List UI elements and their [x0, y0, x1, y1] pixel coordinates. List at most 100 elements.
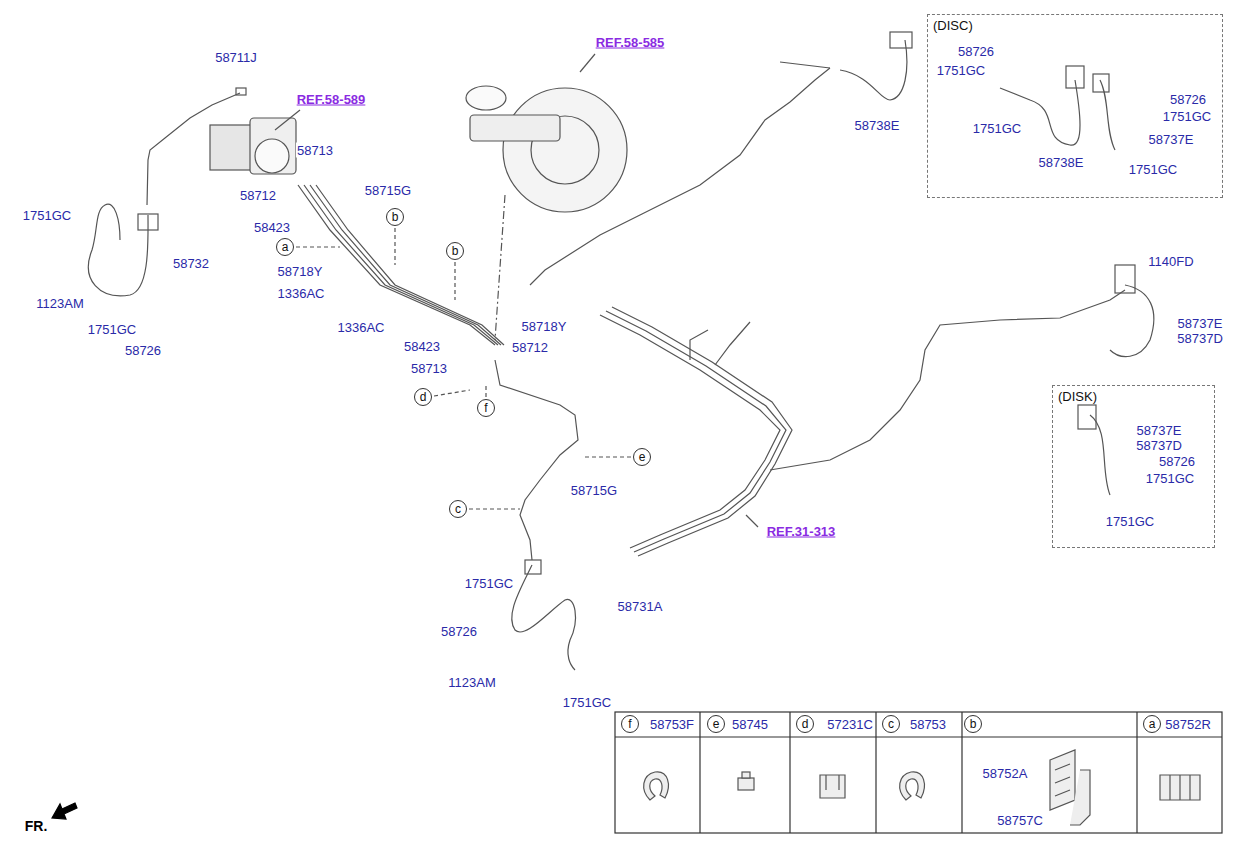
brake-booster	[495, 195, 505, 340]
clip-icon	[900, 772, 925, 800]
callout-leader	[394, 228, 395, 265]
clip-icon	[738, 778, 754, 790]
reference-arrow	[746, 515, 758, 527]
part-number: 1751GC	[464, 576, 514, 591]
callout-circle: b	[386, 208, 404, 226]
part-number: 58713	[410, 361, 448, 376]
parts-table	[615, 736, 1222, 737]
direction-label: FR.	[24, 819, 49, 834]
parts-table	[875, 712, 876, 833]
brake-booster	[466, 86, 506, 110]
part-number: 1140FD	[1147, 254, 1194, 269]
part-number: 58752R	[1164, 717, 1212, 732]
part-number: 1336AC	[277, 286, 326, 301]
clip-icon	[742, 772, 750, 778]
brake-hose	[138, 214, 158, 230]
part-number: 58745	[731, 717, 769, 732]
callout-circle: d	[796, 715, 814, 733]
callout-circle: a	[276, 238, 294, 256]
brake-pipe	[715, 322, 750, 365]
part-number: 1336AC	[337, 320, 386, 335]
part-number: 1751GC	[22, 208, 72, 223]
front-arrow	[52, 803, 77, 819]
brake-booster	[503, 88, 627, 212]
callout-letter: e	[639, 451, 646, 463]
brake-hose	[1090, 415, 1110, 495]
part-number: 58715G	[570, 483, 618, 498]
brake-pipe	[147, 93, 240, 205]
part-number: 58726	[1158, 454, 1196, 469]
callout-letter: b	[452, 245, 459, 257]
parts-table	[615, 712, 1222, 833]
part-number: 58757C	[996, 813, 1044, 828]
callout-leader	[469, 508, 520, 509]
callout-circle: c	[449, 500, 467, 518]
parts-table	[699, 712, 700, 833]
callout-letter: f	[628, 718, 631, 730]
part-number: 1751GC	[1162, 109, 1212, 124]
part-number: 58737E	[1177, 316, 1224, 331]
reference-label: REF.31-313	[766, 524, 837, 539]
part-number: 1751GC	[1145, 471, 1195, 486]
part-number: 58712	[239, 188, 277, 203]
part-number: 58726	[440, 624, 478, 639]
part-number: 58737E	[1148, 132, 1195, 147]
part-number: 58731A	[617, 599, 664, 614]
reference-arrow	[275, 54, 758, 527]
part-number: 58753	[909, 717, 947, 732]
callout-circle: e	[633, 448, 651, 466]
part-number: 1751GC	[1105, 514, 1155, 529]
brake-hose	[1110, 285, 1154, 357]
callout-circle: b	[446, 242, 464, 260]
callout-circle: c	[882, 715, 900, 733]
part-number: 58726	[957, 44, 995, 59]
part-number: 1751GC	[936, 63, 986, 78]
part-number: 58713	[296, 143, 334, 158]
brake-hose	[88, 204, 148, 296]
brake-hose	[1078, 405, 1096, 429]
part-number: 1751GC	[87, 322, 137, 337]
group-heading: (DISC)	[933, 18, 973, 33]
callout-circle: f	[621, 715, 639, 733]
clip-icon	[644, 750, 1200, 825]
part-number: 58726	[1169, 92, 1207, 107]
brake-booster	[466, 86, 627, 340]
callout-letter: b	[392, 211, 399, 223]
brake-pipe	[147, 62, 1125, 560]
brake-hose	[525, 560, 541, 574]
abs-module	[255, 139, 289, 173]
clip-icon	[820, 775, 845, 798]
callout-letter: d	[420, 391, 427, 403]
part-number: 1751GC	[1128, 162, 1178, 177]
part-number: 58737E	[1136, 423, 1183, 438]
callout-leader	[454, 262, 455, 300]
brake-pipe	[530, 68, 830, 285]
part-number: 1751GC	[562, 695, 612, 710]
part-number: 58738E	[1038, 155, 1085, 170]
callout-circle: a	[1143, 715, 1161, 733]
part-number: 58726	[124, 343, 162, 358]
brake-booster	[470, 115, 560, 141]
brake-hose	[1115, 265, 1135, 293]
brake-pipe	[606, 311, 786, 552]
brake-hose	[1093, 74, 1109, 92]
callout-circle: f	[477, 399, 495, 417]
parts-table	[615, 712, 1222, 833]
callout-letter: e	[713, 718, 720, 730]
callout-letter: c	[455, 503, 461, 515]
clip-icon	[644, 772, 669, 800]
callout-leader	[296, 246, 340, 247]
part-number: 58712	[511, 340, 549, 355]
clip-icon	[1070, 770, 1090, 825]
part-number: 58738E	[854, 118, 901, 133]
part-number: 58423	[253, 220, 291, 235]
part-number: 57231C	[826, 717, 874, 732]
brake-hose	[512, 565, 576, 670]
callout-letter: c	[888, 718, 894, 730]
callout-letter: a	[282, 241, 289, 253]
callout-letter: d	[802, 718, 809, 730]
parts-table	[789, 712, 790, 833]
brake-pipe	[612, 307, 792, 556]
part-number: 58711J	[214, 50, 258, 65]
